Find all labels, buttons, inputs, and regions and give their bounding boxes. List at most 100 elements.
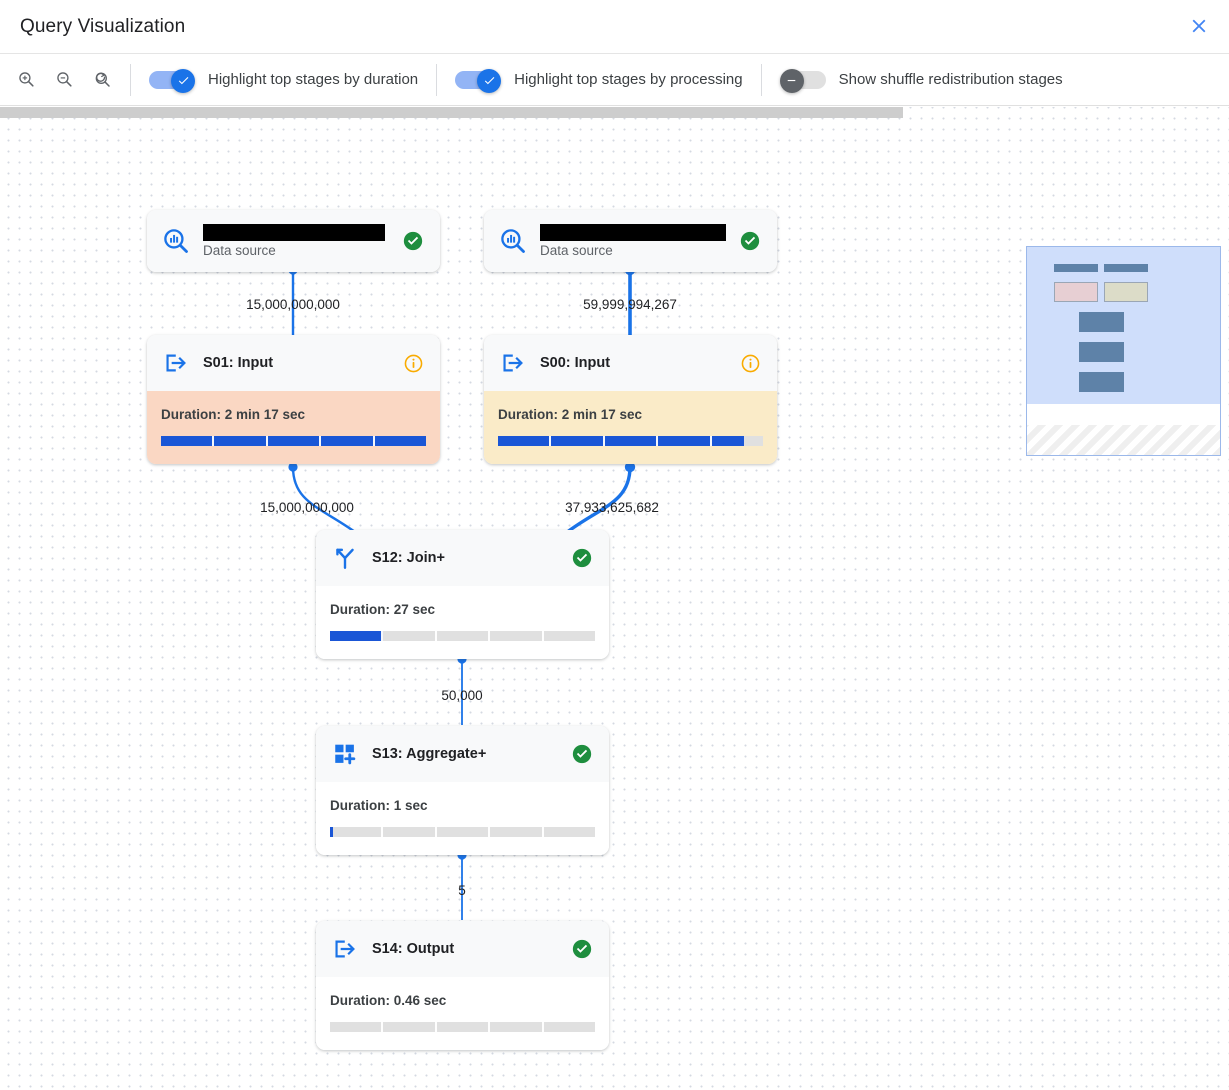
- node-title-wrap: S13: Aggregate+: [372, 746, 569, 762]
- toggle-label-shuffle: Show shuffle redistribution stages: [838, 71, 1063, 88]
- node-stage-s01[interactable]: S01: Input Duration: 2 min 17 sec: [147, 335, 440, 464]
- progress-ticks: [498, 436, 763, 446]
- node-header: S01: Input: [147, 335, 440, 391]
- node-stage-s00[interactable]: S00: Input Duration: 2 min 17 sec: [484, 335, 777, 464]
- node-title: S14: Output: [372, 941, 455, 957]
- node-title: S12: Join+: [372, 550, 445, 566]
- close-icon[interactable]: [1179, 6, 1219, 46]
- duration-label: Duration: 2 min 17 sec: [161, 407, 306, 422]
- node-header: Data source: [484, 210, 777, 272]
- progress-fill: [498, 436, 745, 446]
- progress-ticks: [330, 827, 595, 837]
- data-source-search-icon: [161, 227, 191, 255]
- node-header: S13: Aggregate+: [316, 726, 609, 782]
- node-body: Duration: 0.46 sec: [316, 977, 609, 1050]
- node-stage-s14[interactable]: S14: Output Duration: 0.46 sec: [316, 921, 609, 1050]
- node-data-source-right[interactable]: Data source: [484, 210, 777, 272]
- progress-ticks: [161, 436, 426, 446]
- duration-progress-bar: [330, 631, 595, 641]
- data-source-search-icon: [498, 227, 528, 255]
- check-circle-icon: [400, 230, 426, 252]
- edge-label: 50,000: [441, 688, 483, 703]
- horizontal-scrollbar[interactable]: [0, 107, 903, 118]
- progress-ticks: [330, 1022, 595, 1032]
- output-arrow-icon: [330, 936, 360, 962]
- switch-thumb: [477, 68, 502, 93]
- duration-label: Duration: 27 sec: [330, 602, 436, 617]
- toggle-switch-shuffle[interactable]: [779, 68, 826, 93]
- progress-fill: [330, 631, 383, 641]
- dialog-title-bar: Query Visualization: [0, 0, 1229, 53]
- edge-label: 15,000,000,000: [260, 500, 354, 515]
- zoom-in-icon[interactable]: [12, 66, 40, 94]
- duration-label: Duration: 2 min 17 sec: [498, 407, 643, 422]
- node-subtitle: Data source: [203, 243, 276, 258]
- node-body: Duration: 1 sec: [316, 782, 609, 855]
- node-title-wrap: S12: Join+: [372, 550, 569, 566]
- minimap-node: [1054, 264, 1098, 272]
- check-circle-icon: [569, 938, 595, 960]
- check-circle-icon: [737, 230, 763, 252]
- minimap-node: [1079, 312, 1124, 332]
- page-title: Query Visualization: [20, 15, 186, 37]
- toggle-label-processing: Highlight top stages by processing: [514, 71, 743, 88]
- input-arrow-icon: [161, 350, 191, 376]
- node-body: Duration: 2 min 17 sec: [147, 391, 440, 464]
- check-circle-icon: [569, 547, 595, 569]
- toggle-highlight-processing[interactable]: Highlight top stages by processing: [455, 68, 743, 93]
- duration-label: Duration: 0.46 sec: [330, 993, 447, 1008]
- input-arrow-icon: [498, 350, 528, 376]
- zoom-reset-icon[interactable]: [88, 66, 116, 94]
- zoom-controls: [0, 66, 116, 94]
- duration-progress-bar: [330, 827, 595, 837]
- toolbar-divider-3: [760, 63, 762, 96]
- join-icon: [330, 545, 360, 571]
- info-circle-icon[interactable]: [400, 353, 426, 374]
- node-title-wrap: S00: Input: [540, 355, 737, 371]
- duration-label: Duration: 1 sec: [330, 798, 428, 813]
- graph-canvas[interactable]: 15,000,000,000 59,999,994,267 15,000,000…: [0, 107, 1229, 1090]
- minimap-hatched-area: [1027, 425, 1220, 455]
- node-subtitle: Data source: [540, 243, 613, 258]
- node-title: S00: Input: [540, 355, 611, 371]
- aggregate-icon: [330, 741, 360, 767]
- graph-minimap[interactable]: [1026, 246, 1221, 456]
- progress-fill: [161, 436, 426, 446]
- node-data-source-left[interactable]: Data source: [147, 210, 440, 272]
- progress-ticks: [330, 631, 595, 641]
- node-header: S00: Input: [484, 335, 777, 391]
- node-stage-s12[interactable]: S12: Join+ Duration: 27 sec: [316, 530, 609, 659]
- duration-progress-bar: [330, 1022, 595, 1032]
- node-body: Duration: 2 min 17 sec: [484, 391, 777, 464]
- minimap-node: [1079, 372, 1124, 392]
- toggle-show-shuffle[interactable]: Show shuffle redistribution stages: [779, 68, 1063, 93]
- node-title: S01: Input: [203, 355, 274, 371]
- node-title-wrap: Data source: [203, 224, 400, 258]
- minimap-node-highlight-processing: [1104, 282, 1148, 302]
- toolbar-divider-2: [436, 63, 438, 96]
- toggle-switch-duration[interactable]: [149, 68, 195, 93]
- node-stage-s13[interactable]: S13: Aggregate+ Duration: 1 sec: [316, 726, 609, 855]
- info-circle-icon[interactable]: [737, 353, 763, 374]
- node-header: S14: Output: [316, 921, 609, 977]
- edge-label: 15,000,000,000: [246, 297, 340, 312]
- toggle-label-duration: Highlight top stages by duration: [208, 71, 419, 88]
- toggle-switch-processing[interactable]: [455, 68, 502, 93]
- duration-progress-bar: [498, 436, 763, 446]
- toggle-highlight-duration[interactable]: Highlight top stages by duration: [149, 68, 419, 93]
- minimap-node: [1079, 342, 1124, 362]
- switch-thumb: [779, 68, 804, 93]
- progress-fill: [330, 827, 333, 837]
- switch-thumb: [171, 68, 195, 93]
- node-body: Duration: 27 sec: [316, 586, 609, 659]
- node-title-wrap: S01: Input: [203, 355, 400, 371]
- node-title-wrap: S14: Output: [372, 941, 569, 957]
- redacted-data-source-name: [203, 224, 385, 241]
- redacted-data-source-name: [540, 224, 726, 241]
- node-title-wrap: Data source: [540, 224, 737, 258]
- graph-toolbar: Highlight top stages by duration Highlig…: [0, 53, 1229, 106]
- edge-label: 5: [458, 883, 466, 898]
- edge-label: 37,933,625,682: [565, 500, 659, 515]
- toolbar-divider-1: [130, 63, 131, 96]
- zoom-out-icon[interactable]: [50, 66, 78, 94]
